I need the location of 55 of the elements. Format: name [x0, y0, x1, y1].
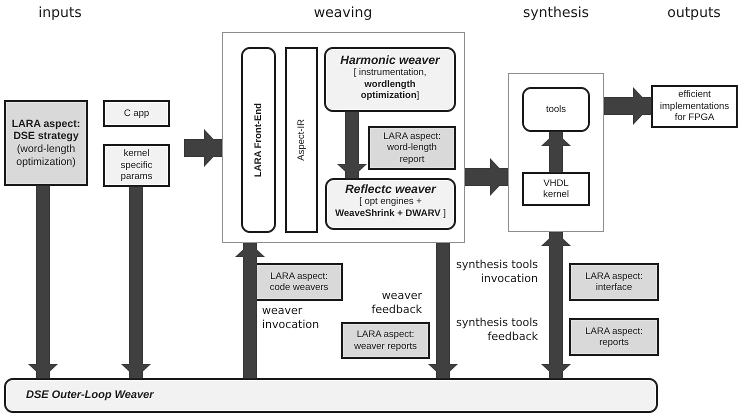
aspect-box	[341, 322, 430, 359]
box-text: C app	[124, 108, 150, 120]
column-heading: weaving	[314, 4, 372, 22]
weaver-box	[325, 178, 456, 230]
tool-box	[522, 87, 590, 132]
input-box	[103, 100, 170, 127]
box-text: LARA aspect: reports	[584, 326, 644, 348]
box-text: (word-length optimization)	[15, 143, 77, 168]
arrow	[121, 187, 151, 378]
box-title: LARA aspect: DSE strategy	[10, 118, 82, 143]
box-title: Harmonic weaver	[340, 53, 440, 68]
box-text: kernel specific params	[120, 148, 154, 183]
box-title: Reflectc weaver	[345, 182, 436, 196]
arrow	[184, 129, 222, 167]
box-text: LARA Front-End	[252, 102, 264, 178]
arrow	[337, 112, 367, 178]
arrow-caption: synthesis tools invocation	[455, 258, 538, 287]
box-text: DSE Outer-Loop Weaver	[26, 388, 154, 402]
aspect-box	[569, 263, 659, 301]
box-text: [ instrumentation, wordlength optimization]	[352, 67, 428, 102]
box-text: LARA aspect: interface	[584, 270, 644, 294]
aspect-box	[368, 126, 456, 170]
box-text: VHDL kernel	[542, 178, 570, 200]
arrow	[28, 186, 58, 378]
box-text: LARA aspect: word-length report	[382, 130, 442, 166]
aspect-box	[255, 263, 343, 301]
arrow	[604, 87, 651, 125]
weaver-bar	[4, 378, 658, 413]
arrow-caption: synthesis tools feedback	[455, 316, 538, 345]
arrow	[465, 158, 508, 196]
input-box	[103, 144, 170, 187]
front-end-bar	[241, 47, 276, 233]
arrow	[541, 132, 571, 172]
arrow	[428, 243, 458, 378]
column-heading: synthesis	[523, 4, 589, 22]
weaver-box	[324, 47, 456, 112]
box-text: efficient implementations for FPGA	[658, 89, 730, 124]
arrow-caption: weaver feedback	[370, 289, 422, 318]
column-heading: inputs	[38, 4, 82, 22]
box-text: LARA aspect: weaver reports	[353, 329, 418, 352]
weaving-panel	[222, 32, 465, 243]
aspect-box	[569, 318, 659, 356]
synthesis-panel	[508, 73, 604, 232]
box-text: Aspect-IR	[296, 119, 308, 161]
box-text: LARA aspect: code weavers	[268, 270, 330, 294]
output-box	[651, 85, 738, 128]
column-heading: outputs	[667, 4, 721, 22]
kernel-box	[522, 172, 590, 206]
ir-bar	[285, 47, 318, 233]
box-text: [ opt engines + WeaveShrink + DWARV ]	[335, 196, 446, 220]
arrow	[235, 243, 265, 378]
aspect-box	[4, 100, 88, 186]
box-text: tools	[546, 104, 566, 116]
arrow	[541, 232, 571, 378]
arrow-caption: weaver invocation	[262, 304, 320, 333]
